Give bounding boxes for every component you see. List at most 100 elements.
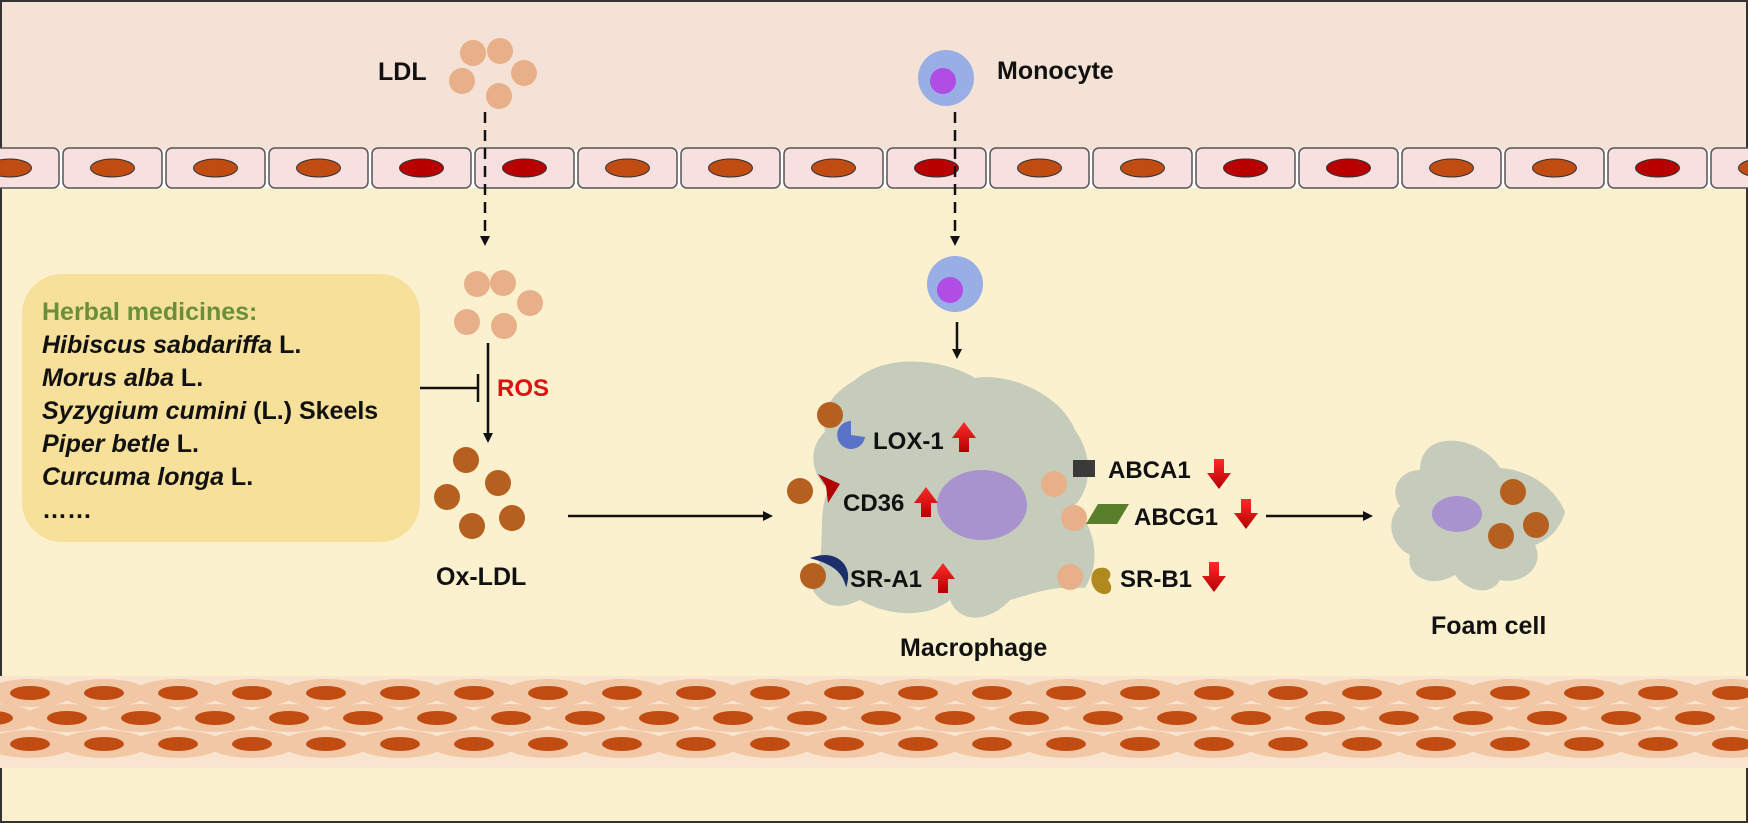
- endothelial-nucleus: [399, 158, 444, 178]
- ros-label: ROS: [497, 375, 549, 402]
- endothelial-nucleus: [1429, 158, 1474, 178]
- inhibition-line: [420, 374, 480, 402]
- foam-cell-lipid-droplets: [1488, 479, 1549, 549]
- smooth-muscle-nucleus: [491, 711, 531, 725]
- macrophage-label: Macrophage: [900, 634, 1047, 662]
- herbal-medicines-box: Herbal medicines: Hibiscus sabdariffa L.…: [22, 274, 420, 542]
- smooth-muscle-nucleus: [750, 686, 790, 700]
- herbal-item-species: Piper betle: [42, 430, 170, 458]
- lox-1-receptor: LOX-1: [817, 402, 976, 455]
- smooth-muscle-nucleus: [824, 686, 864, 700]
- sr-b1-label: SR-B1: [1120, 566, 1192, 593]
- herbal-item: Morus alba L.: [42, 362, 420, 395]
- smooth-muscle-nucleus: [1527, 711, 1567, 725]
- smooth-muscle-nucleus: [1009, 711, 1049, 725]
- herbal-item-species: Curcuma longa: [42, 463, 224, 491]
- endothelial-nucleus: [296, 158, 341, 178]
- herbal-medicines-title: Herbal medicines:: [42, 298, 258, 326]
- abcg1-icon: [1086, 504, 1129, 524]
- smooth-muscle-nucleus: [750, 737, 790, 751]
- cd36-receptor: CD36: [787, 474, 938, 517]
- smooth-muscle-nucleus: [343, 711, 383, 725]
- smooth-muscle-nucleus: [1564, 686, 1604, 700]
- smooth-muscle-nucleus: [1416, 737, 1456, 751]
- monocyte-label: Monocyte: [997, 57, 1114, 85]
- lox-1-up-arrow: [952, 422, 976, 452]
- smooth-muscle-nucleus: [1675, 711, 1715, 725]
- endothelial-nucleus: [0, 158, 32, 178]
- smooth-muscle-nucleus: [972, 737, 1012, 751]
- herbal-item: Syzygium cumini (L.) Skeels: [42, 395, 420, 428]
- smooth-muscle-nucleus: [898, 737, 938, 751]
- lox-1-label: LOX-1: [873, 428, 944, 455]
- smooth-muscle-nucleus: [158, 686, 198, 700]
- herbal-item-authority: L.: [223, 463, 254, 491]
- monocyte-lumen: [918, 50, 974, 106]
- smooth-muscle-layer: [0, 676, 1748, 768]
- foam-cell-nucleus: [1432, 496, 1482, 532]
- smooth-muscle-nucleus: [528, 737, 568, 751]
- smooth-muscle-nucleus: [1268, 737, 1308, 751]
- smooth-muscle-nucleus: [454, 686, 494, 700]
- smooth-muscle-nucleus: [232, 686, 272, 700]
- herbal-item-authority: (L.) Skeels: [246, 397, 379, 425]
- herbal-item-authority: L.: [169, 430, 199, 458]
- smooth-muscle-nucleus: [47, 711, 87, 725]
- smooth-muscle-nucleus: [1453, 711, 1493, 725]
- ldl-label: LDL: [378, 58, 427, 86]
- smooth-muscle-nucleus: [1638, 737, 1678, 751]
- herbal-item: Curcuma longa L.: [42, 461, 420, 494]
- smooth-muscle-nucleus: [1564, 737, 1604, 751]
- smooth-muscle-nucleus: [454, 737, 494, 751]
- smooth-muscle-nucleus: [1120, 686, 1160, 700]
- sr-b1-down-arrow: [1202, 562, 1226, 592]
- herbal-item: Piper betle L.: [42, 428, 420, 461]
- smooth-muscle-nucleus: [195, 711, 235, 725]
- smooth-muscle-nucleus: [787, 711, 827, 725]
- smooth-muscle-nucleus: [10, 737, 50, 751]
- smooth-muscle-nucleus: [269, 711, 309, 725]
- herbal-item-species: Morus alba: [42, 364, 174, 392]
- smooth-muscle-nucleus: [380, 737, 420, 751]
- smooth-muscle-nucleus: [1157, 711, 1197, 725]
- smooth-muscle-nucleus: [1046, 737, 1086, 751]
- endothelial-nucleus: [811, 158, 856, 178]
- smooth-muscle-nucleus: [1194, 686, 1234, 700]
- sr-a1-up-arrow: [931, 563, 955, 593]
- smooth-muscle-nucleus: [158, 737, 198, 751]
- endothelial-layer: [0, 147, 1748, 189]
- monocyte-intima: [927, 256, 983, 312]
- smooth-muscle-nucleus: [676, 686, 716, 700]
- abcg1-label: ABCG1: [1134, 504, 1218, 531]
- endothelial-nucleus: [605, 158, 650, 178]
- ox-ldl-label: Ox-LDL: [436, 563, 526, 591]
- foam-cell-label: Foam cell: [1431, 612, 1546, 640]
- abcg1-down-arrow: [1234, 499, 1258, 529]
- smooth-muscle-nucleus: [10, 686, 50, 700]
- endothelial-nucleus: [914, 158, 959, 178]
- smooth-muscle-nucleus: [1490, 737, 1530, 751]
- ldl-particles-lumen: [449, 38, 537, 109]
- lumen-region: [0, 0, 1748, 150]
- smooth-muscle-nucleus: [84, 686, 124, 700]
- herbal-item: Hibiscus sabdariffa L.: [42, 329, 420, 362]
- smooth-muscle-nucleus: [1638, 686, 1678, 700]
- smooth-muscle-nucleus: [306, 737, 346, 751]
- smooth-muscle-nucleus: [1083, 711, 1123, 725]
- endothelial-nucleus: [708, 158, 753, 178]
- abca1-down-arrow: [1207, 459, 1231, 489]
- smooth-muscle-nucleus: [639, 711, 679, 725]
- abca1-label: ABCA1: [1108, 457, 1191, 484]
- smooth-muscle-nucleus: [861, 711, 901, 725]
- endothelial-nucleus: [1738, 160, 1748, 176]
- ldl-particles-intima: [454, 270, 543, 339]
- herbal-item-species: Hibiscus sabdariffa: [42, 331, 273, 359]
- endothelial-nucleus: [1223, 158, 1268, 178]
- smooth-muscle-nucleus: [676, 737, 716, 751]
- smooth-muscle-nucleus: [824, 737, 864, 751]
- smooth-muscle-nucleus: [1231, 711, 1271, 725]
- smooth-muscle-nucleus: [898, 686, 938, 700]
- smooth-muscle-nucleus: [1194, 737, 1234, 751]
- smooth-muscle-nucleus: [565, 711, 605, 725]
